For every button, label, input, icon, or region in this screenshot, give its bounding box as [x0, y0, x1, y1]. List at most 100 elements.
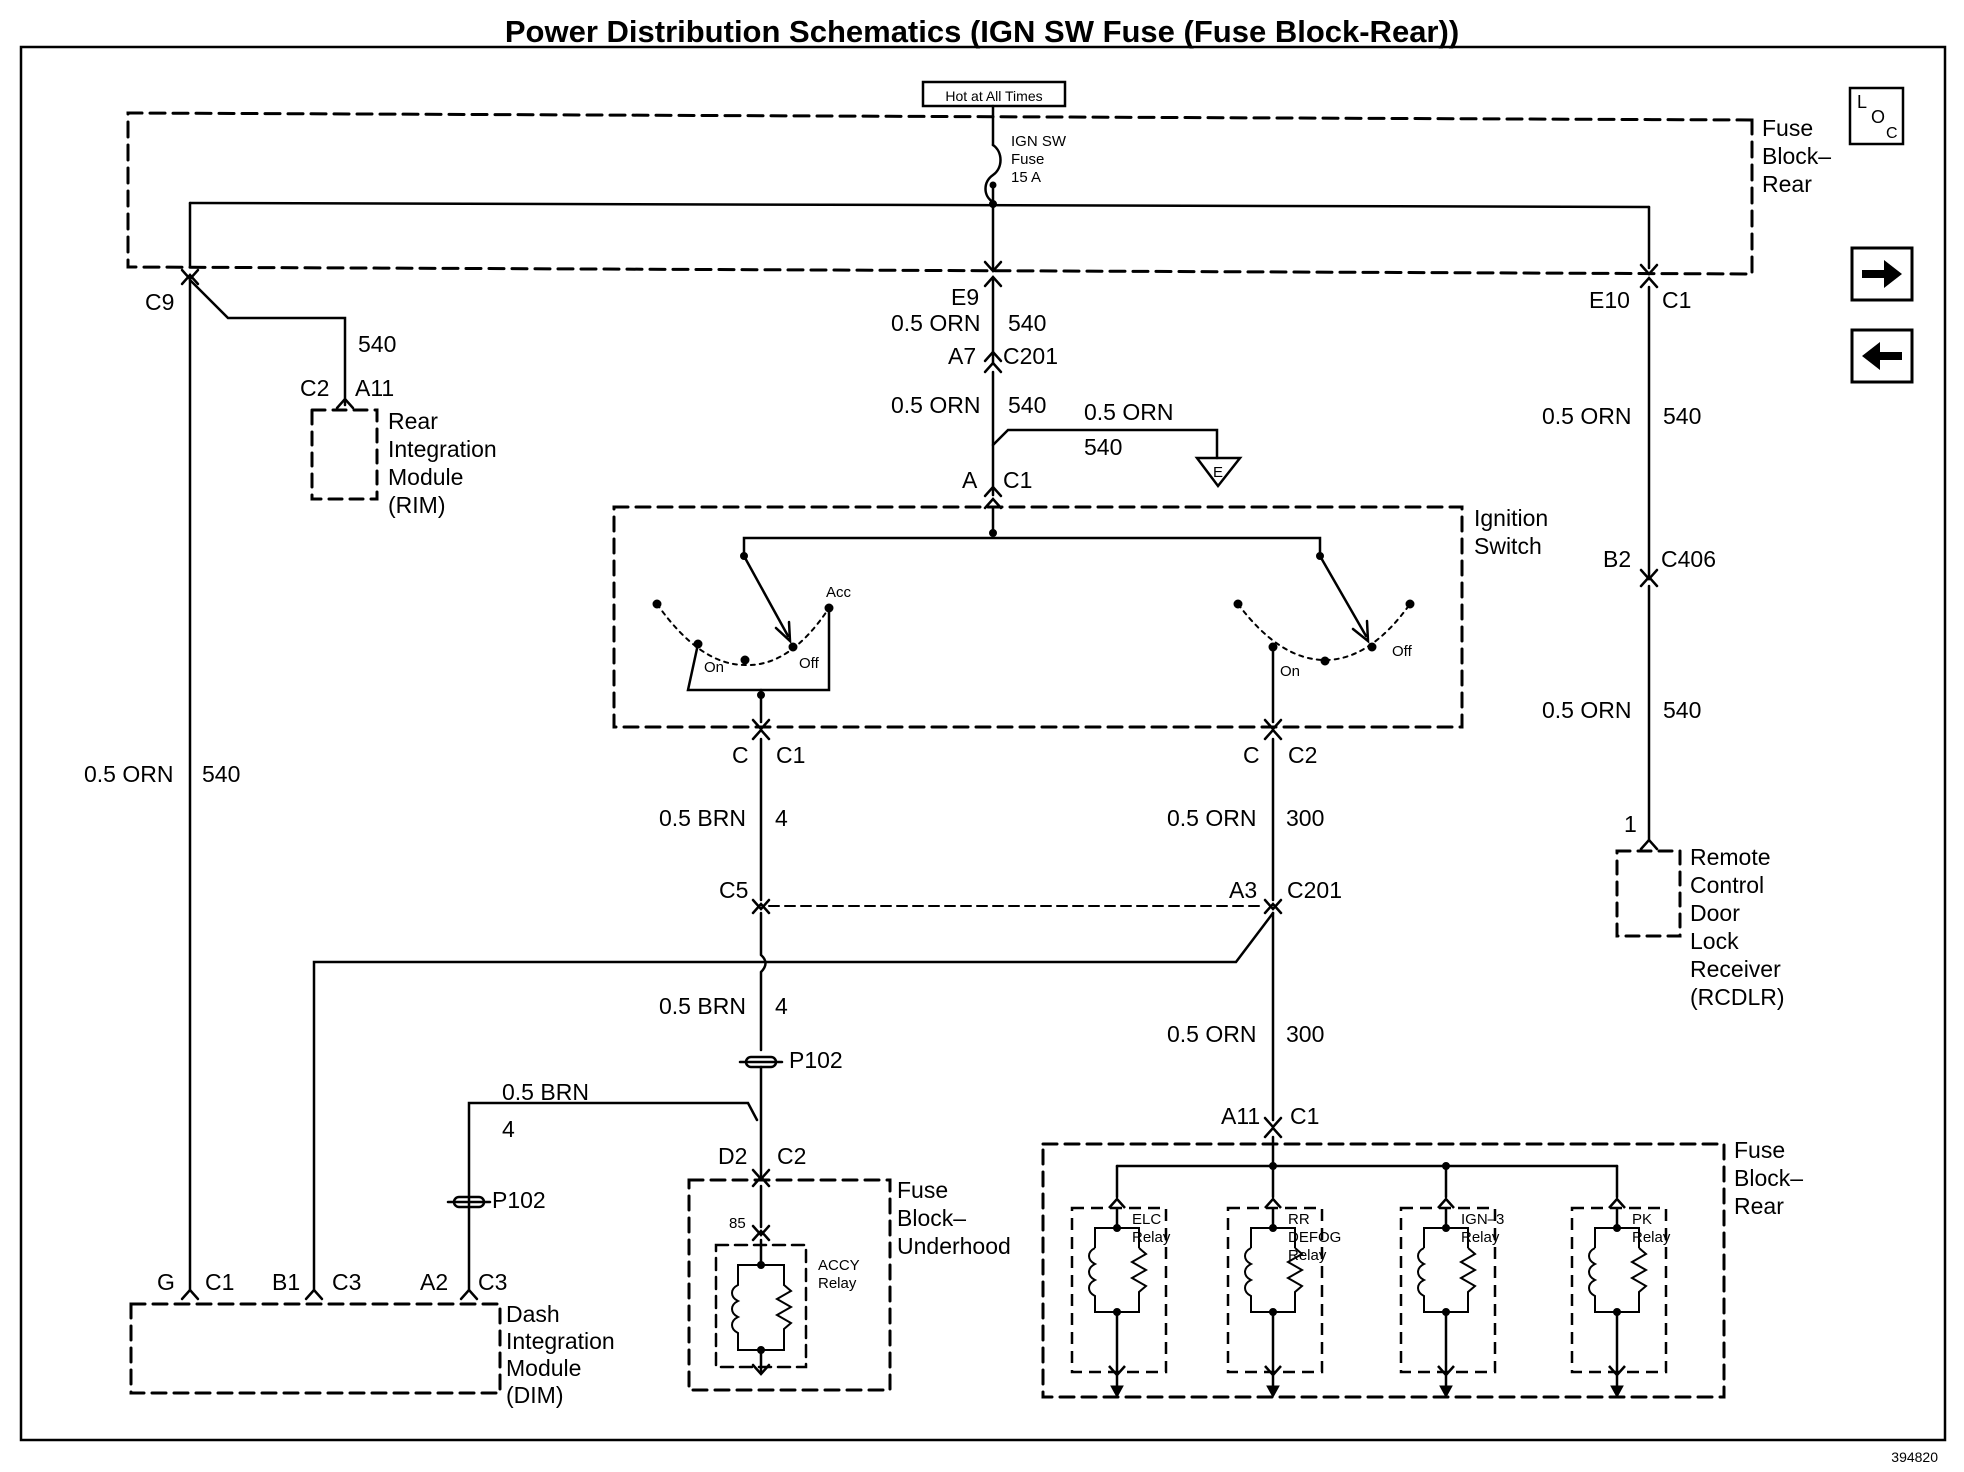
fuse-block-rear-bottom-label-1: Block–	[1734, 1165, 1803, 1191]
rcdlr-label-2: Door	[1690, 900, 1740, 926]
rr-defog-relay-resistor	[1285, 1247, 1305, 1306]
wire-4-c5: 4	[775, 993, 788, 1019]
connector-g: G	[157, 1269, 175, 1295]
connector-a3: A3	[1229, 877, 1257, 903]
fuse-block-underhood-label-0: Fuse	[897, 1177, 948, 1203]
arrow-right-glyph	[1862, 260, 1902, 288]
fuse-block-rear-bottom-label-0: Fuse	[1734, 1137, 1785, 1163]
fuse-block-underhood-label-2: Underhood	[897, 1233, 1011, 1259]
connector-c2-underhood: C2	[777, 1143, 806, 1169]
ign3-relay-label-1: Relay	[1461, 1229, 1500, 1246]
dim-label-3: (DIM)	[506, 1382, 563, 1408]
rr-defog-relay-label-1: DEFOG	[1288, 1229, 1341, 1246]
wire-orn-switch: 0.5 ORN	[1167, 805, 1256, 831]
rr-defog-relay-bridge-top	[1250, 1227, 1296, 1248]
wire-brn-c5: 0.5 BRN	[659, 993, 746, 1019]
pk-relay-pin-in	[1608, 1197, 1626, 1209]
rcdlr-label-3: Lock	[1690, 928, 1739, 954]
arrow-left-icon[interactable]	[1850, 328, 1914, 384]
rcdlr-label-5: (RCDLR)	[1690, 984, 1785, 1010]
rim-label-2: Module	[388, 464, 463, 490]
connector-c1-e10: C1	[1662, 287, 1691, 313]
connector-c1-dim: C1	[205, 1269, 234, 1295]
connector-c406: C406	[1661, 546, 1716, 572]
wire-540-rim: 540	[358, 331, 396, 357]
elc-relay-label-1: Relay	[1132, 1229, 1171, 1246]
pk-relay-ground-arrow	[1610, 1385, 1624, 1399]
connector-d2: D2	[718, 1143, 747, 1169]
rim-label-0: Rear	[388, 408, 438, 434]
elc-relay-coil	[1088, 1247, 1098, 1306]
ign3-relay-ground-arrow	[1439, 1385, 1453, 1399]
ign-sw-fuse-label-2: 15 A	[1011, 169, 1041, 186]
accy-relay-label-1: Relay	[818, 1275, 857, 1292]
ignition-switch-label-1: Switch	[1474, 533, 1542, 559]
arrow-left-glyph	[1862, 342, 1902, 370]
ign-sw-fuse-label-1: Fuse	[1011, 151, 1044, 168]
connector-p102-upper: P102	[789, 1047, 843, 1073]
rcdlr-label-4: Receiver	[1690, 956, 1781, 982]
wire-orn-e10: 0.5 ORN	[1542, 403, 1631, 429]
loc-icon	[1848, 86, 1905, 146]
ign3-relay-pin-in	[1437, 1197, 1455, 1209]
connector-c-left: C	[732, 742, 749, 768]
wire-orn-e9: 0.5 ORN	[891, 310, 980, 336]
connector-c1-switch: C1	[776, 742, 805, 768]
rr-defog-relay-label-2: Relay	[1288, 1247, 1327, 1264]
ign3-relay-coil	[1417, 1247, 1427, 1306]
connector-c1-a: C1	[1003, 467, 1032, 493]
fuse-block-rear-outline	[126, 111, 1754, 276]
wire-4-switch: 4	[775, 805, 788, 831]
wire-300-switch: 300	[1286, 805, 1324, 831]
wire-orn-ground: 0.5 ORN	[1084, 399, 1173, 425]
switch-left-off-label: Off	[799, 655, 820, 672]
connector-a11-rim: A11	[355, 375, 394, 401]
dim-label-1: Integration	[506, 1328, 615, 1354]
dim-label-0: Dash	[506, 1301, 560, 1327]
connector-c-right: C	[1243, 742, 1260, 768]
rr-defog-relay-pin-in	[1264, 1197, 1282, 1209]
ign3-relay-label-0: IGN–3	[1461, 1211, 1504, 1228]
ign-sw-fuse	[984, 143, 1002, 204]
pk-relay-label-1: Relay	[1632, 1229, 1671, 1246]
connector-c3-a2: C3	[478, 1269, 507, 1295]
wire-brn-p102: 0.5 BRN	[502, 1079, 589, 1105]
rcdlr-outline	[1615, 849, 1682, 938]
ign3-relay-bridge-top	[1423, 1227, 1469, 1248]
fuse-block-rear-label-1: Block–	[1762, 143, 1831, 169]
connector-c2-rim: C2	[300, 375, 329, 401]
accy-relay-label-0: ACCY	[818, 1257, 860, 1274]
wire-orn-c9: 0.5 ORN	[84, 761, 173, 787]
fuse-block-rear-bottom-label-2: Rear	[1734, 1193, 1784, 1219]
wire-orn-c406: 0.5 ORN	[1542, 697, 1631, 723]
page-title: Power Distribution Schematics (IGN SW Fu…	[504, 14, 1460, 49]
arrow-right-icon[interactable]	[1850, 246, 1914, 302]
fuse-block-rear-label-2: Rear	[1762, 171, 1812, 197]
elc-relay-bridge-top	[1094, 1227, 1140, 1248]
connector-p102-lower: P102	[492, 1187, 546, 1213]
switch-right-off-label: Off	[1392, 643, 1413, 660]
wire-orn-a7: 0.5 ORN	[891, 392, 980, 418]
ign-sw-fuse-label-0: IGN SW	[1011, 133, 1067, 150]
rr-defog-relay-ground-arrow	[1266, 1385, 1280, 1399]
fuse-block-underhood-outline	[687, 1178, 892, 1392]
wire-brn-switch: 0.5 BRN	[659, 805, 746, 831]
connector-c201-mid: C201	[1287, 877, 1342, 903]
connector-a: A	[962, 467, 978, 493]
ground-e-label: E	[1213, 464, 1223, 481]
wire-4-p102: 4	[502, 1116, 515, 1142]
rim-outline	[310, 408, 379, 501]
pk-relay-coil	[1588, 1247, 1598, 1306]
connector-c2-switch: C2	[1288, 742, 1317, 768]
pk-relay-label-0: PK	[1632, 1211, 1652, 1228]
dim-label-2: Module	[506, 1355, 581, 1381]
pk-relay-resistor	[1629, 1247, 1649, 1306]
rr-defog-relay-coil	[1244, 1247, 1254, 1306]
bus-wire	[188, 201, 1651, 209]
wire-540-e10: 540	[1663, 403, 1701, 429]
hot-at-all-times-label: Hot at All Times	[945, 88, 1042, 104]
wire-540-c406: 540	[1663, 697, 1701, 723]
wire-540-c9: 540	[202, 761, 240, 787]
connector-b2: B2	[1603, 546, 1631, 572]
elc-relay-pin-in	[1108, 1197, 1126, 1209]
